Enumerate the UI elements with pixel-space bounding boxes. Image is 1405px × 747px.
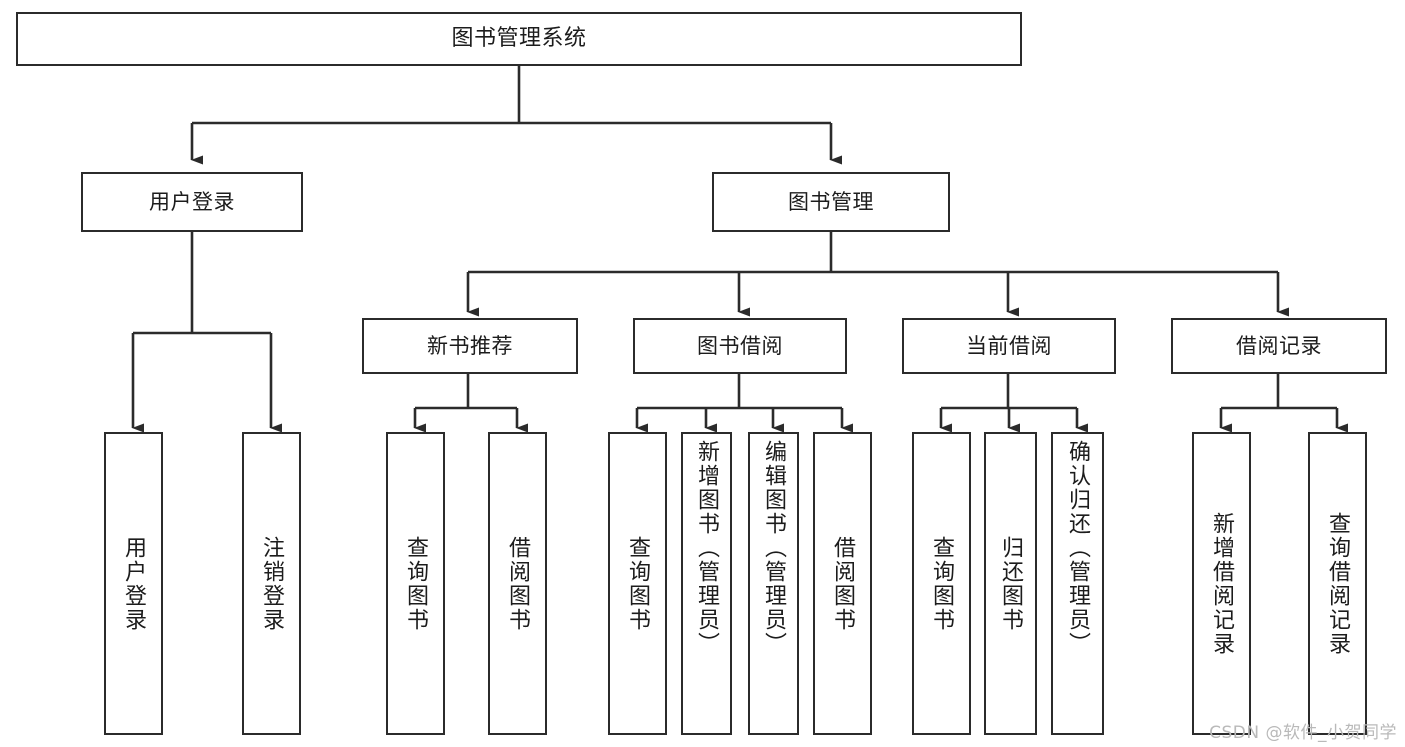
node-label: 注销登录 <box>259 535 285 632</box>
node-leaf-query-book-1[interactable]: 查询图书 <box>386 432 445 735</box>
node-label: 查询图书 <box>625 535 651 632</box>
node-leaf-query-book-2[interactable]: 查询图书 <box>608 432 667 735</box>
node-leaf-add-book[interactable]: 新增图书（管理员） <box>681 432 732 735</box>
node-leaf-user-logout[interactable]: 注销登录 <box>242 432 301 735</box>
node-book-borrow[interactable]: 图书借阅 <box>633 318 847 374</box>
node-label: 用户登录 <box>149 189 235 214</box>
watermark-text: CSDN @软件_小贺同学 <box>1209 723 1397 743</box>
node-label: 编辑图书（管理员） <box>761 440 787 656</box>
node-label: 新增图书（管理员） <box>694 440 720 656</box>
node-label: 用户登录 <box>121 535 147 632</box>
node-borrow-record[interactable]: 借阅记录 <box>1171 318 1387 374</box>
node-label: 图书管理系统 <box>451 26 587 52</box>
node-label: 查询图书 <box>403 535 429 632</box>
node-label: 新书推荐 <box>427 333 513 358</box>
node-leaf-return-book[interactable]: 归还图书 <box>984 432 1037 735</box>
node-label: 借阅图书 <box>505 535 531 632</box>
node-label: 归还图书 <box>998 535 1024 632</box>
node-book-management[interactable]: 图书管理 <box>712 172 950 232</box>
node-leaf-borrow-book-1[interactable]: 借阅图书 <box>488 432 547 735</box>
node-label: 新增借阅记录 <box>1209 511 1235 656</box>
node-leaf-query-record[interactable]: 查询借阅记录 <box>1308 432 1367 735</box>
node-leaf-confirm-return[interactable]: 确认归还（管理员） <box>1051 432 1104 735</box>
node-new-book-recommend[interactable]: 新书推荐 <box>362 318 578 374</box>
node-label: 查询借阅记录 <box>1325 511 1351 656</box>
node-label: 查询图书 <box>929 535 955 632</box>
node-leaf-edit-book[interactable]: 编辑图书（管理员） <box>748 432 799 735</box>
node-root-system[interactable]: 图书管理系统 <box>16 12 1022 66</box>
node-label: 借阅图书 <box>830 535 856 632</box>
node-label: 图书管理 <box>788 189 874 214</box>
node-leaf-add-record[interactable]: 新增借阅记录 <box>1192 432 1251 735</box>
node-label: 确认归还（管理员） <box>1065 440 1091 656</box>
node-label: 借阅记录 <box>1236 333 1322 358</box>
node-user-login[interactable]: 用户登录 <box>81 172 303 232</box>
node-leaf-borrow-book-2[interactable]: 借阅图书 <box>813 432 872 735</box>
node-leaf-query-book-3[interactable]: 查询图书 <box>912 432 971 735</box>
node-leaf-user-login[interactable]: 用户登录 <box>104 432 163 735</box>
node-current-borrow[interactable]: 当前借阅 <box>902 318 1116 374</box>
node-label: 当前借阅 <box>966 333 1052 358</box>
node-label: 图书借阅 <box>697 333 783 358</box>
